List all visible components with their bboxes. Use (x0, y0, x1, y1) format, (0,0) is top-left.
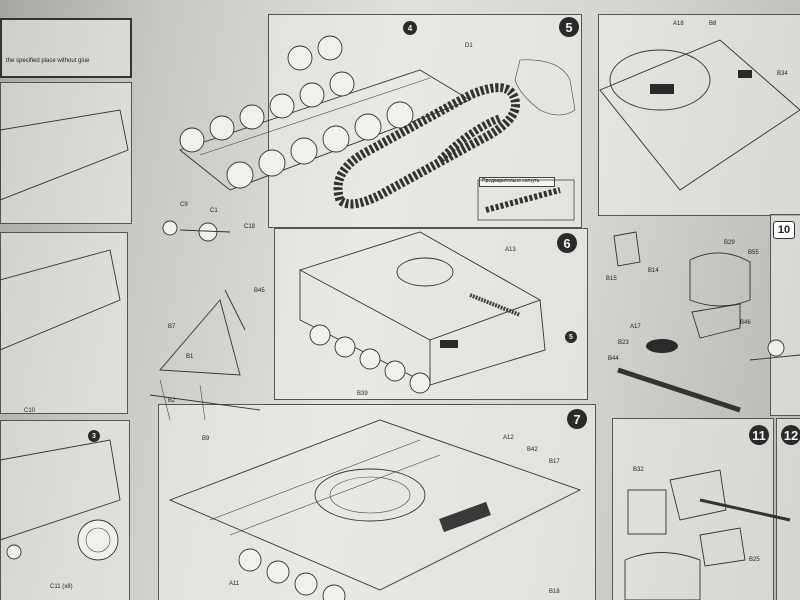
part-label: B9 (202, 436, 210, 442)
part-label: A13 (505, 247, 516, 253)
part-label: B2 (168, 398, 176, 404)
track-link (333, 83, 521, 209)
part-label: B8 (709, 21, 717, 27)
part-label: A17 (630, 324, 641, 330)
part-label: B55 (748, 250, 759, 256)
part-label: A12 (503, 435, 514, 441)
step-number: 12 (781, 425, 800, 445)
part-label: B7 (168, 324, 176, 330)
part-label: C10 (24, 408, 36, 414)
part-label: B44 (608, 356, 619, 362)
step-number: 7 (567, 409, 587, 429)
part-label: C9 (180, 202, 188, 208)
part-label: B42 (527, 447, 538, 453)
left-detail-drawing (0, 109, 129, 561)
part-label: B32 (633, 467, 644, 473)
panel-right-top: A18 B8 B34 (598, 14, 800, 216)
ref-number: 5 (565, 331, 577, 343)
mg-mount-drawing (613, 231, 800, 413)
suspension-drawing (149, 220, 261, 421)
part-label: B15 (606, 276, 617, 282)
panel-step-7: 7 A12 B42 B17 A11 B18 (158, 404, 596, 600)
part-label: B45 (254, 288, 265, 294)
panel-step-10: 10 (770, 214, 800, 416)
part-label: B39 (357, 391, 368, 397)
panel-step-6: 6 A13 B39 5 (274, 228, 588, 400)
part-label: B34 (777, 71, 788, 77)
part-label: B46 (740, 320, 751, 326)
part-label: B18 (549, 589, 560, 595)
part-label: B14 (648, 268, 659, 274)
chassis-drawing (179, 35, 472, 191)
part-label: B23 (618, 340, 629, 346)
hull-drawing (298, 231, 546, 394)
ref-number: 4 (403, 21, 417, 35)
gun-drawing (624, 469, 791, 600)
part-label: C18 (244, 224, 256, 230)
part-label: C11 (x8) (50, 584, 73, 590)
callout-label: Предварительно согнуть (479, 177, 555, 187)
part-label: B29 (724, 240, 735, 246)
part-label: B17 (549, 459, 560, 465)
step-number: 6 (557, 233, 577, 253)
upper-hull-drawing (168, 419, 582, 600)
panel-left-upper (0, 82, 132, 224)
turret-drawing (599, 39, 800, 191)
panel-left-top: the specified place without glue (0, 18, 132, 78)
part-label: D1 (465, 43, 473, 49)
note-text: the specified place without glue (6, 58, 90, 64)
step-number: 5 (559, 17, 579, 37)
part-label: A11 (229, 581, 240, 587)
panel-left-low (0, 420, 130, 600)
part-label: C1 (210, 208, 218, 214)
panel-step-12: 12 (776, 418, 800, 600)
ref-number: 3 (88, 430, 100, 442)
step-number: 11 (749, 425, 769, 445)
step-number: 10 (773, 221, 795, 239)
part-label: B1 (186, 354, 194, 360)
part-label: A18 (673, 21, 684, 27)
part-label: B25 (749, 557, 760, 563)
